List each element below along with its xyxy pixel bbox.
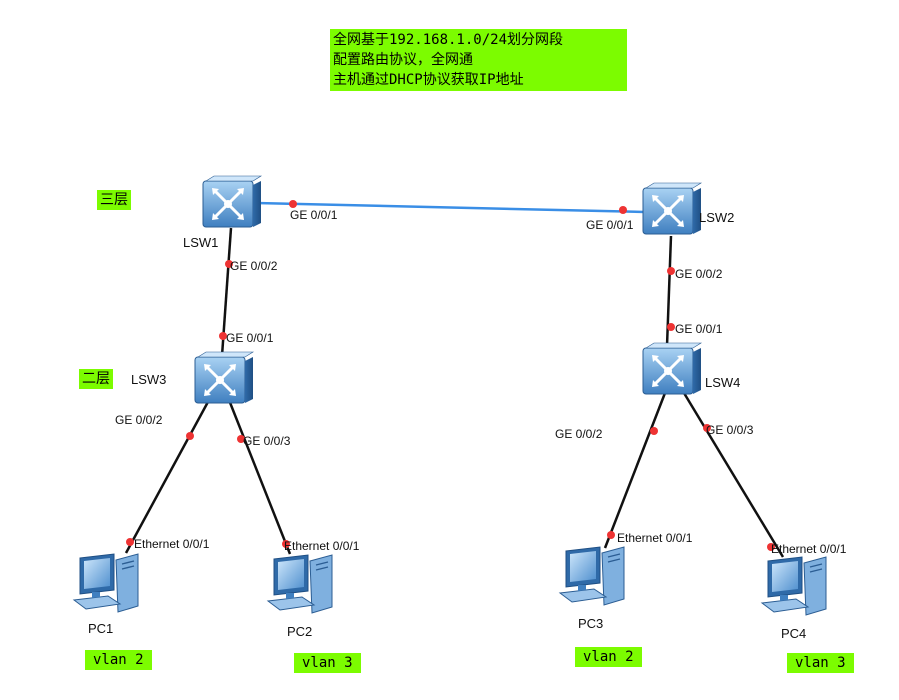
- port-dot-lsw4-ge001: [667, 323, 675, 331]
- switch-lsw1[interactable]: [201, 174, 263, 229]
- switch-lsw4[interactable]: [641, 341, 703, 396]
- port-label-pc2-eth: Ethernet 0/0/1: [284, 539, 360, 553]
- port-dot-lsw3-ge002: [186, 432, 194, 440]
- note-line-1: 全网基于192.168.1.0/24划分网段: [333, 32, 564, 48]
- port-label-lsw1-ge001: GE 0/0/1: [290, 208, 338, 222]
- link-lsw4-pc4: [682, 392, 785, 558]
- device-name-pc1: PC1: [88, 621, 113, 636]
- pc-pc2[interactable]: [267, 554, 333, 614]
- port-dot-lsw3-ge001: [219, 332, 227, 340]
- port-label-pc3-eth: Ethernet 0/0/1: [617, 531, 693, 545]
- port-label-lsw4-ge001: GE 0/0/1: [675, 322, 723, 336]
- link-lsw3-pc1: [124, 399, 211, 554]
- layer2-tag: 二层: [79, 369, 113, 389]
- port-dot-pc1-eth: [126, 538, 134, 546]
- l3-switch-icon: [193, 350, 255, 405]
- link-lsw1-lsw2: [255, 201, 646, 214]
- vlan-tag-pc4: vlan 3: [787, 653, 854, 673]
- device-name-lsw3: LSW3: [131, 372, 166, 387]
- port-label-lsw3-ge003: GE 0/0/3: [243, 434, 291, 448]
- port-label-lsw2-ge002: GE 0/0/2: [675, 267, 723, 281]
- pc-pc4[interactable]: [761, 556, 827, 616]
- port-dot-pc4-eth: [767, 543, 775, 551]
- port-dot-lsw2-ge001: [619, 206, 627, 214]
- port-label-lsw2-ge001: GE 0/0/1: [586, 218, 634, 232]
- port-dot-lsw4-ge002: [650, 427, 658, 435]
- l3-switch-icon: [641, 341, 703, 396]
- device-name-pc2: PC2: [287, 624, 312, 639]
- vlan-tag-pc1: vlan 2: [85, 650, 152, 670]
- device-name-lsw1: LSW1: [183, 235, 218, 250]
- note-line-2: 配置路由协议，全网通: [333, 52, 473, 68]
- device-name-lsw2: LSW2: [699, 210, 734, 225]
- device-name-pc4: PC4: [781, 626, 806, 641]
- pc-icon: [761, 556, 827, 616]
- port-dot-lsw3-ge003: [237, 435, 245, 443]
- port-label-lsw3-ge002: GE 0/0/2: [115, 413, 163, 427]
- port-label-pc4-eth: Ethernet 0/0/1: [771, 542, 847, 556]
- link-lsw4-pc3: [603, 392, 667, 549]
- l3-switch-icon: [201, 174, 263, 229]
- layer3-tag: 三层: [97, 190, 131, 210]
- device-name-lsw4: LSW4: [705, 375, 740, 390]
- pc-icon: [559, 546, 625, 606]
- link-lsw3-pc2: [227, 399, 292, 555]
- port-label-pc1-eth: Ethernet 0/0/1: [134, 537, 210, 551]
- port-dot-lsw2-ge002: [667, 267, 675, 275]
- port-label-lsw4-ge003: GE 0/0/3: [706, 423, 754, 437]
- port-dot-lsw4-ge003: [703, 424, 711, 432]
- switch-lsw3[interactable]: [193, 350, 255, 405]
- port-dot-pc2-eth: [282, 540, 290, 548]
- links: [124, 201, 785, 558]
- port-label-lsw1-ge002: GE 0/0/2: [230, 259, 278, 273]
- port-label-lsw4-ge002: GE 0/0/2: [555, 427, 603, 441]
- port-dot-lsw1-ge001: [289, 200, 297, 208]
- pc-pc1[interactable]: [73, 553, 139, 613]
- port-dot-lsw1-ge002: [225, 260, 233, 268]
- device-name-pc3: PC3: [578, 616, 603, 631]
- pc-pc3[interactable]: [559, 546, 625, 606]
- port-dot-pc3-eth: [607, 531, 615, 539]
- note-line-3: 主机通过DHCP协议获取IP地址: [333, 72, 524, 88]
- switch-lsw2[interactable]: [641, 181, 703, 236]
- pc-icon: [267, 554, 333, 614]
- vlan-tag-pc2: vlan 3: [294, 653, 361, 673]
- pc-icon: [73, 553, 139, 613]
- l3-switch-icon: [641, 181, 703, 236]
- vlan-tag-pc3: vlan 2: [575, 647, 642, 667]
- port-dots: [126, 200, 775, 551]
- port-label-lsw3-ge001: GE 0/0/1: [226, 331, 274, 345]
- topology-note: 全网基于192.168.1.0/24划分网段 配置路由协议，全网通 主机通过DH…: [330, 29, 627, 91]
